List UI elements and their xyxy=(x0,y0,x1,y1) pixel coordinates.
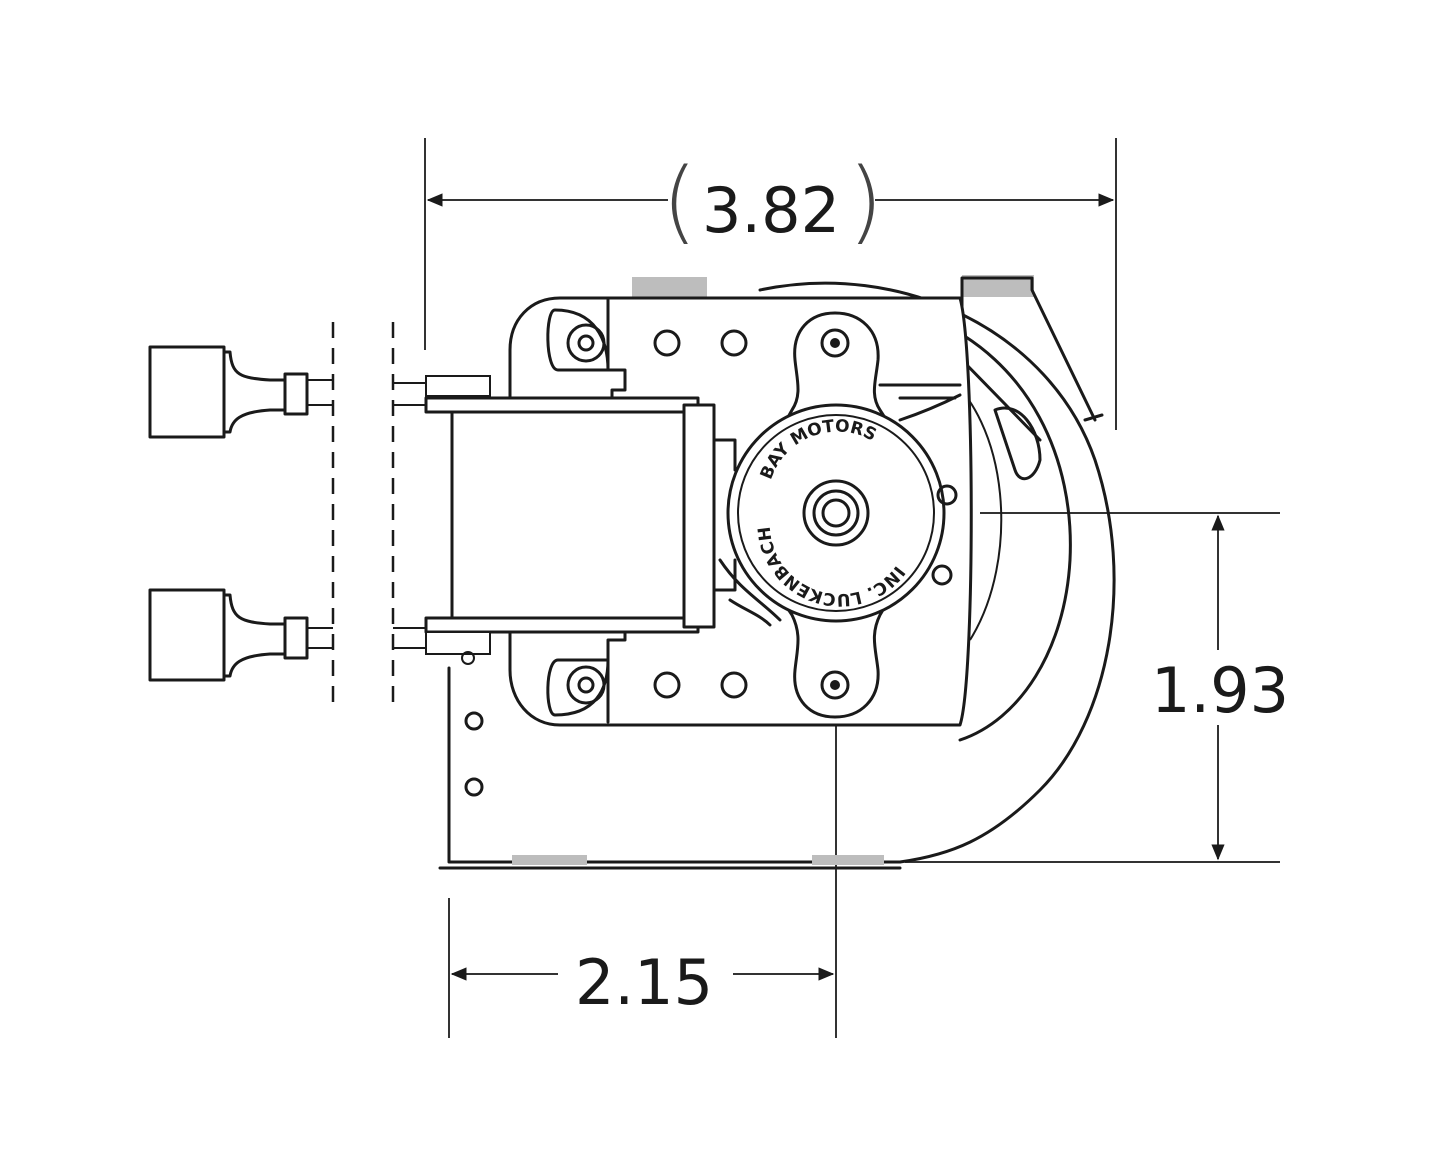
motor-coil xyxy=(424,383,962,634)
dim-label-shaft-to-base: 1.93 xyxy=(1151,654,1289,727)
dim-label-overall-width: 3.82 xyxy=(702,174,840,247)
bracket-bolt-bottom-icon xyxy=(820,670,850,700)
base-hole-lower xyxy=(464,777,484,797)
connector-terminal-lower xyxy=(148,588,309,682)
frame-hole-4 xyxy=(720,671,748,699)
frame-hole-3 xyxy=(653,671,681,699)
frame-hole-1 xyxy=(653,329,681,357)
dim-label-edge-to-shaft: 2.15 xyxy=(575,946,713,1019)
bolt-bottom-left-icon xyxy=(566,665,606,705)
dim-paren-close: ) xyxy=(848,149,883,254)
bolt-top-left-icon xyxy=(566,323,606,363)
connector-terminal-upper xyxy=(148,345,309,439)
dimension-shaft-to-base: 1.93 xyxy=(905,512,1289,863)
dimension-overall-width: ( ) 3.82 xyxy=(424,138,1117,430)
frame-hole-2 xyxy=(720,329,748,357)
lead-wires xyxy=(148,322,491,705)
base-hole-upper xyxy=(464,711,484,731)
bracket-bolt-top-icon xyxy=(820,328,850,358)
rotor-hub: BAY MOTORS INC. LUCKENBACH xyxy=(726,403,958,623)
dim-paren-open: ( xyxy=(662,149,697,254)
